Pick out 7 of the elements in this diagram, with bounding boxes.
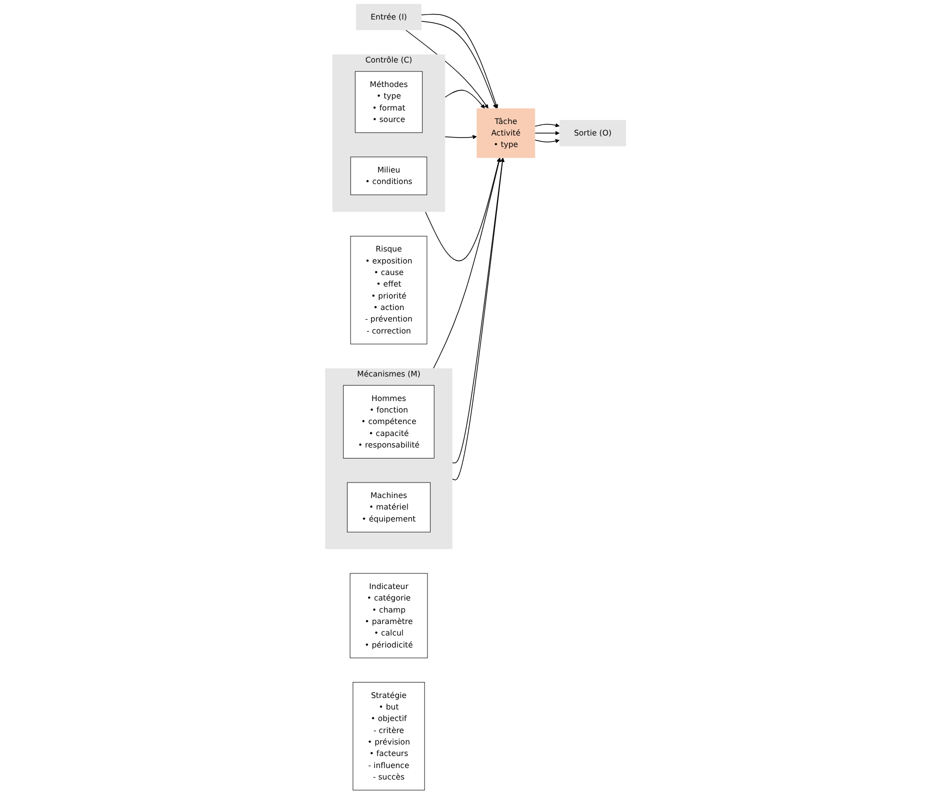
arrow — [406, 30, 489, 109]
arrow — [445, 134, 478, 140]
arrow — [535, 131, 560, 136]
arrow — [434, 158, 502, 369]
arrow — [535, 138, 560, 144]
arrow — [445, 90, 486, 109]
arrow — [535, 123, 560, 128]
